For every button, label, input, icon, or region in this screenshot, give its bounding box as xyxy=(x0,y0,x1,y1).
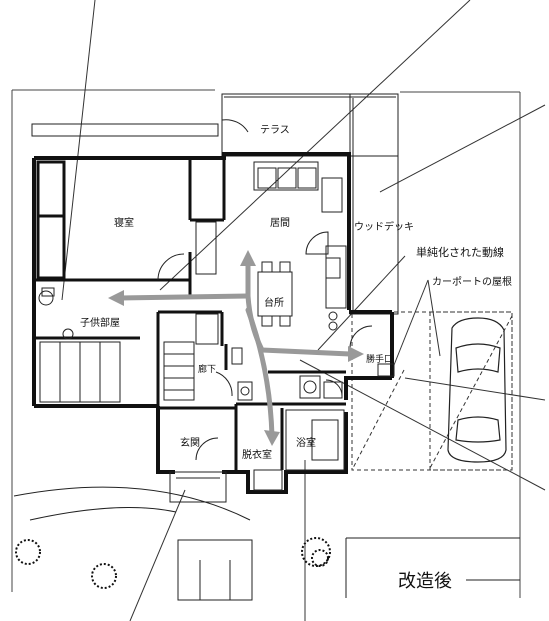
label-wood-deck: ウッドデッキ xyxy=(354,220,414,233)
label-entrance: 玄関 xyxy=(180,436,200,449)
label-living: 居間 xyxy=(270,217,290,229)
flow-arrows xyxy=(117,259,353,439)
label-dressing: 脱衣室 xyxy=(242,448,272,461)
label-hallway: 廊下 xyxy=(198,363,216,375)
label-bedroom: 寝室 xyxy=(114,216,134,229)
leader-lines xyxy=(61,0,546,621)
label-kids-room: 子供部屋 xyxy=(80,316,120,329)
plant-icons xyxy=(15,537,331,589)
fixtures xyxy=(38,161,395,491)
exterior-walls xyxy=(32,152,394,494)
interior-walls xyxy=(36,158,346,472)
property-boundary xyxy=(11,89,521,598)
flow-arrowheads xyxy=(108,250,364,446)
label-terrace: テラス xyxy=(260,124,290,136)
car-icon xyxy=(447,317,507,463)
carport xyxy=(351,311,513,471)
label-bath: 浴室 xyxy=(296,436,316,449)
porch xyxy=(13,471,520,601)
annotation-simplified-flow: 単純化された動線 xyxy=(416,245,504,259)
plan-title: 改造後 xyxy=(398,571,452,592)
label-service-entrance: 勝手口 xyxy=(366,353,393,365)
annotation-carport-roof: カーポートの屋根 xyxy=(432,275,512,288)
door-swings xyxy=(157,231,373,461)
label-kitchen: 台所 xyxy=(264,296,284,309)
